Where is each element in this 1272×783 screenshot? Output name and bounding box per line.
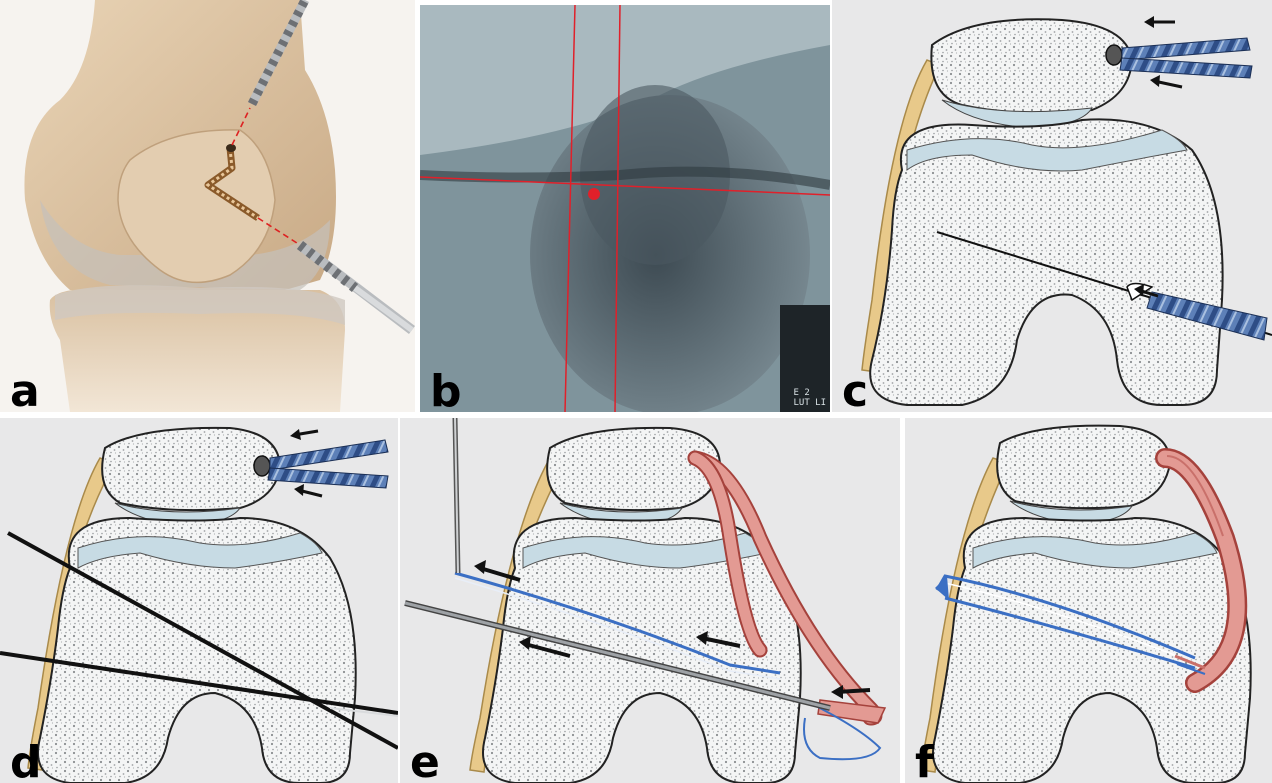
patella-section — [931, 19, 1132, 113]
arrow-icon — [294, 484, 322, 496]
panel-label-e: e — [410, 741, 440, 783]
target-point — [588, 188, 600, 200]
patella-section — [997, 426, 1170, 509]
tunnel-entry — [226, 144, 236, 152]
patellar-drill-lower — [268, 468, 388, 488]
panel-e-diagram: e — [400, 418, 900, 783]
patellar-drill-upper — [1122, 38, 1250, 60]
panel-label-d: d — [10, 741, 42, 783]
panel-label-b: b — [430, 370, 462, 412]
patella-section — [102, 428, 280, 510]
panel-c-diagram: c — [832, 0, 1272, 412]
panel-label-c: c — [842, 370, 868, 412]
panel-f-diagram: f — [905, 418, 1272, 783]
panel-a-knee-illustration: a — [0, 0, 415, 412]
patella-femur-section-c — [832, 0, 1272, 412]
patellar-tunnel-hole — [1106, 45, 1122, 65]
panel-d-diagram: d — [0, 418, 398, 783]
fluoroscopy-image — [420, 5, 830, 412]
arrow-icon — [1144, 16, 1175, 28]
arrow-icon — [1150, 75, 1182, 87]
patella-femur-section-e — [400, 418, 900, 783]
patellar-drill-lower — [1120, 58, 1252, 78]
panel-label-a: a — [10, 370, 40, 412]
patella-section — [547, 428, 720, 510]
panel-label-f: f — [915, 741, 934, 783]
patellar-drill-upper — [270, 440, 388, 470]
patella-femur-section-d — [0, 418, 398, 783]
panel-b-fluoroscopy: E 2 LUT LI b — [420, 5, 830, 412]
patella-femur-section-f — [905, 418, 1272, 783]
knee-anterior-illustration — [0, 0, 415, 412]
patellar-tunnel-hole — [254, 456, 270, 476]
arrow-icon — [290, 429, 318, 440]
xray-corner-text: E 2 LUT LI — [793, 388, 826, 408]
